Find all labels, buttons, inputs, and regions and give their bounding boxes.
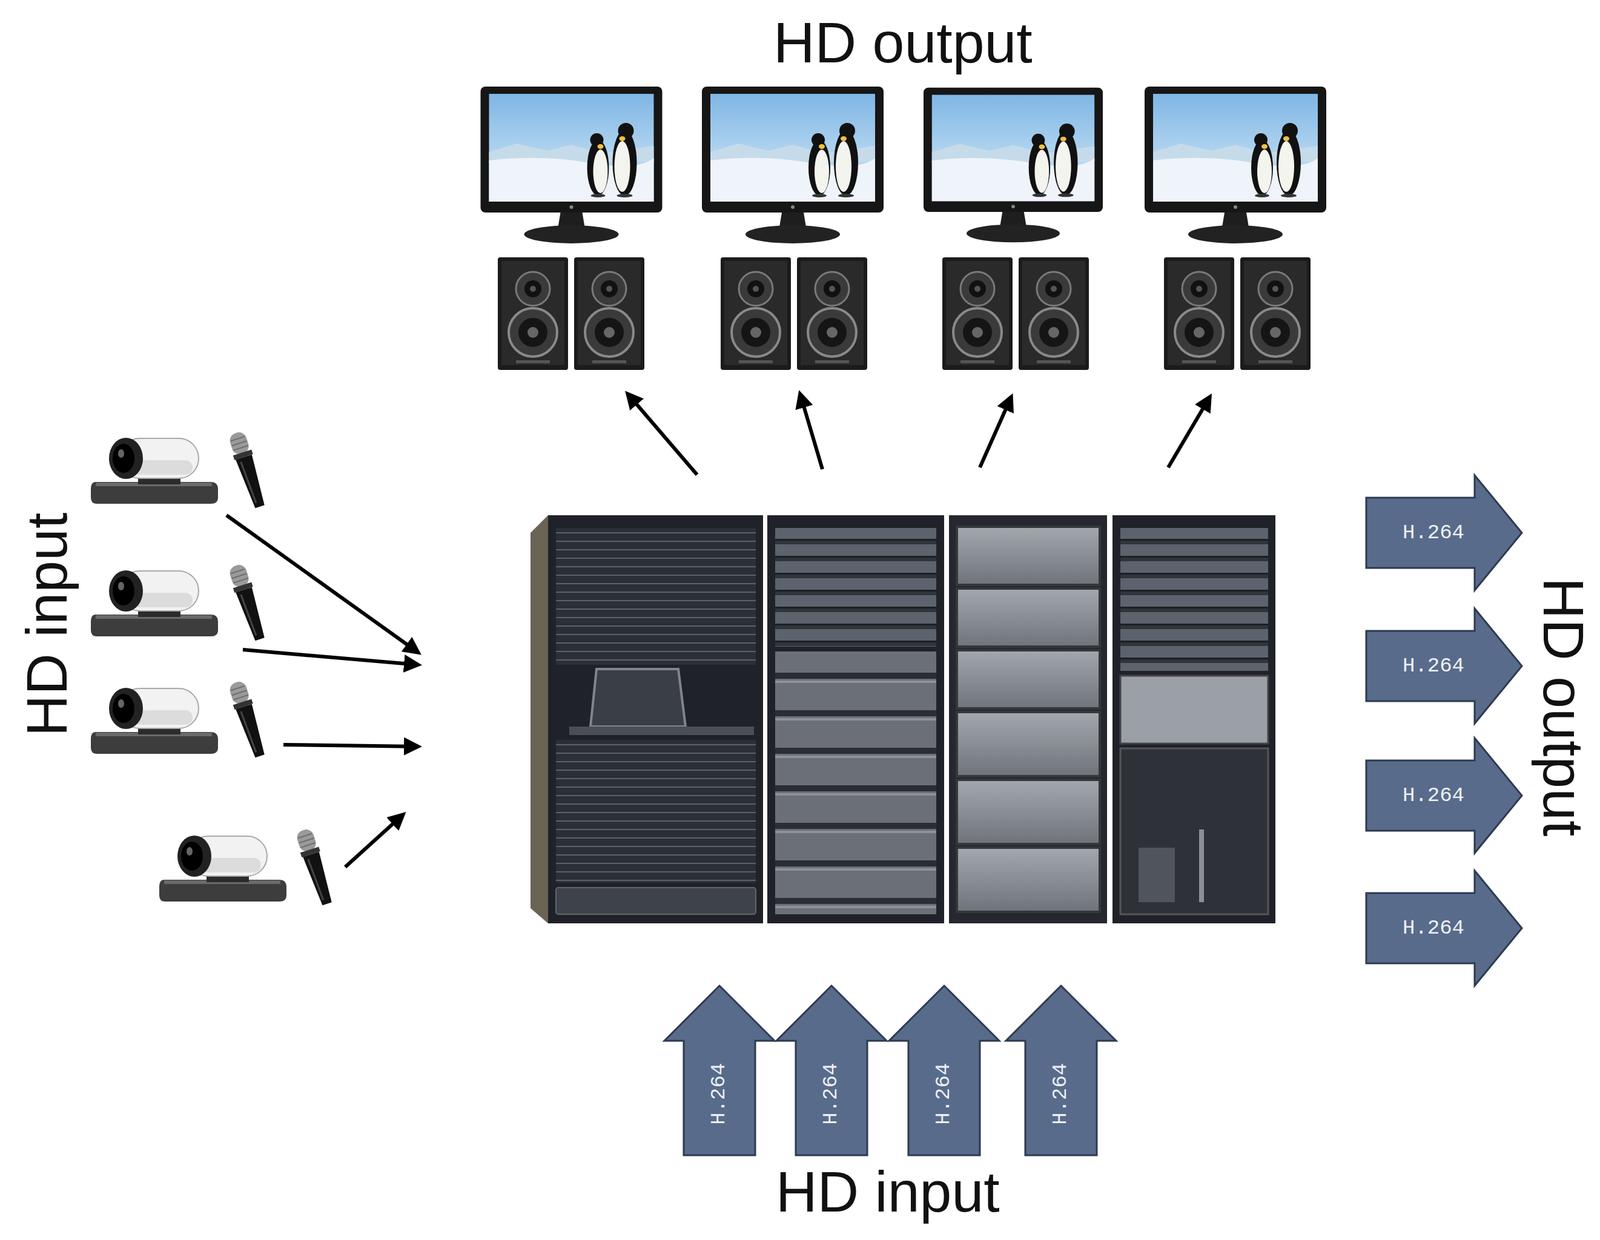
section-label: HD output xyxy=(1534,577,1593,837)
speaker-pair xyxy=(720,257,868,371)
block-arrow: H.264 xyxy=(1365,474,1524,592)
block-arrow: H.264 xyxy=(1365,737,1524,855)
codec-label: H.264 xyxy=(1049,1062,1072,1125)
block-arrow: H.264 xyxy=(887,984,1001,1157)
codec-text-group: H.264 xyxy=(1049,1062,1072,1125)
server-units xyxy=(1120,528,1269,672)
arrow-outline xyxy=(1366,870,1522,986)
storage-bay xyxy=(956,588,1100,647)
console-shelf xyxy=(569,726,754,736)
arrow-outline xyxy=(889,985,1000,1156)
monitor xyxy=(701,86,884,244)
arrow-line xyxy=(226,515,419,653)
section-label: HD output xyxy=(773,13,1033,72)
storage-bay xyxy=(956,780,1100,845)
block-arrow: H.264 xyxy=(1004,984,1118,1157)
section-label: HD input xyxy=(18,512,76,737)
block-arrow: H.264 xyxy=(663,984,776,1157)
blade-units xyxy=(555,740,756,883)
storage-bay xyxy=(956,847,1100,913)
monitor xyxy=(923,87,1103,243)
arrow-line xyxy=(242,649,419,665)
blade-units xyxy=(555,528,756,665)
codec-text-group: H.264 xyxy=(1402,522,1465,545)
codec-text-group: H.264 xyxy=(819,1062,843,1125)
codec-text-group: H.264 xyxy=(932,1062,956,1125)
codec-label: H.264 xyxy=(1402,655,1465,678)
arrow-line xyxy=(627,393,698,475)
codec-label: H.264 xyxy=(1402,522,1465,545)
console-screen xyxy=(590,669,686,727)
server-units xyxy=(775,528,937,647)
rack-unit xyxy=(1120,748,1269,915)
codec-label: H.264 xyxy=(819,1062,843,1125)
storage-bay xyxy=(956,650,1100,709)
rack-unit xyxy=(555,887,756,915)
storage-bay xyxy=(956,712,1100,777)
rack-unit xyxy=(1120,675,1269,744)
camera xyxy=(159,835,287,902)
camera xyxy=(90,687,219,754)
arrow-line xyxy=(345,814,404,868)
arrow-outline xyxy=(1366,738,1522,854)
camera xyxy=(90,570,219,637)
speaker-pair xyxy=(497,257,645,371)
vent xyxy=(1138,847,1175,903)
arrow-outline xyxy=(664,985,775,1156)
block-arrow: H.264 xyxy=(1365,607,1524,725)
arrow-line xyxy=(1168,396,1210,468)
signal-arrows xyxy=(226,393,1210,868)
arrow-outline xyxy=(776,985,887,1156)
arrow-outline xyxy=(1005,985,1117,1156)
codec-text-group: H.264 xyxy=(1402,917,1465,940)
codec-text-group: H.264 xyxy=(1402,784,1465,808)
monitor xyxy=(1144,86,1327,244)
microphone xyxy=(226,679,269,760)
monitor xyxy=(480,86,663,244)
codec-label: H.264 xyxy=(1402,917,1465,940)
rack-column xyxy=(548,515,764,924)
rack-column xyxy=(948,515,1108,924)
camera xyxy=(90,437,219,504)
arrow-outline xyxy=(1366,475,1522,591)
codec-text-group: H.264 xyxy=(707,1062,731,1125)
arrow-line xyxy=(800,393,823,470)
block-arrow: H.264 xyxy=(775,984,888,1157)
codec-label: H.264 xyxy=(932,1062,956,1125)
rack-side xyxy=(530,515,549,924)
microphone xyxy=(226,429,269,510)
speaker-pair xyxy=(942,257,1089,371)
arrow-line xyxy=(283,744,419,747)
microphone xyxy=(293,827,337,908)
rack-column xyxy=(767,515,945,924)
storage-bay xyxy=(956,526,1100,586)
rack-column xyxy=(1112,515,1276,924)
handle xyxy=(1199,829,1204,903)
arrow-outline xyxy=(1366,608,1522,724)
block-arrow: H.264 xyxy=(1365,869,1524,988)
microphone xyxy=(226,562,269,643)
speaker-pair xyxy=(1163,257,1311,371)
server-rack xyxy=(530,515,1276,924)
arrow-line xyxy=(979,396,1012,468)
section-label: HD input xyxy=(775,1163,1000,1221)
codec-label: H.264 xyxy=(707,1062,731,1125)
codec-label: H.264 xyxy=(1402,784,1465,808)
codec-text-group: H.264 xyxy=(1402,655,1465,678)
server-units xyxy=(775,651,937,915)
